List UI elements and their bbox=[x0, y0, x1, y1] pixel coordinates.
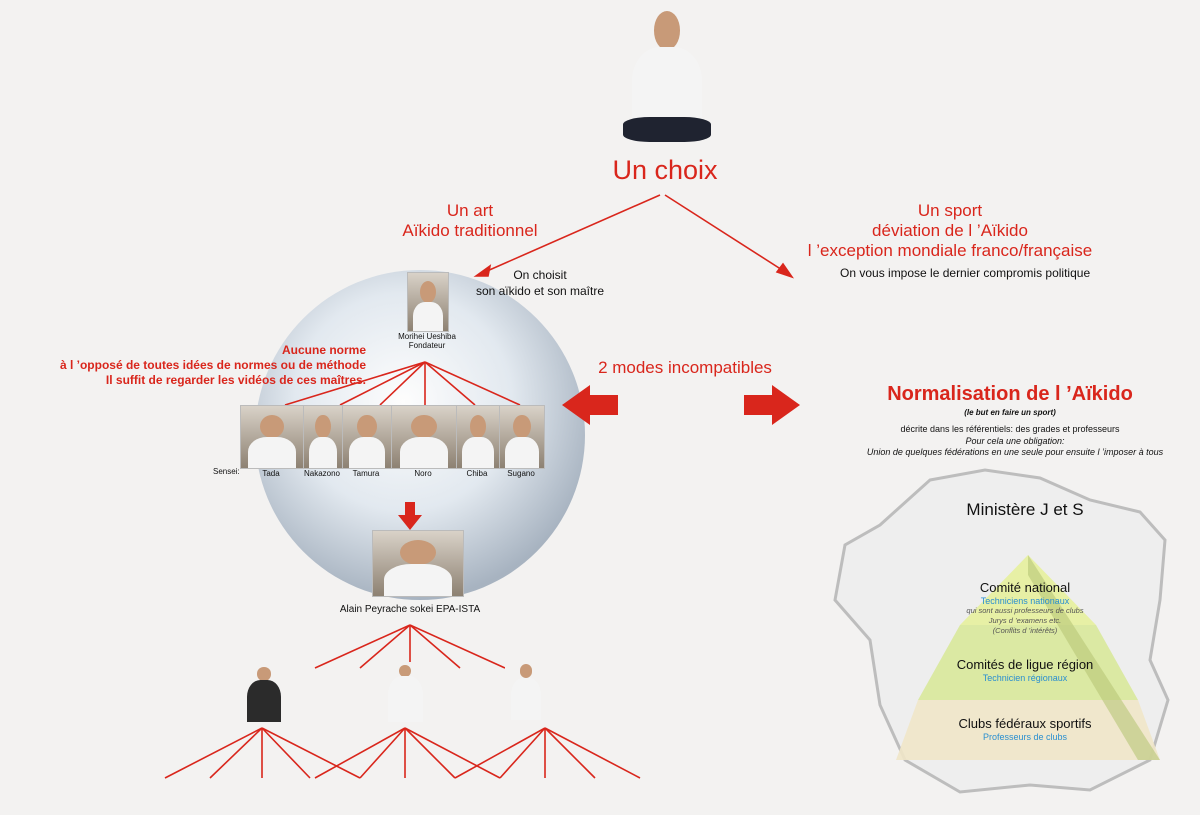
sensei-photo-tamura bbox=[342, 405, 392, 469]
left-branch-note-2: son aïkido et son maître bbox=[475, 284, 605, 298]
student-photo-3 bbox=[505, 662, 547, 722]
pyramid-level-1-title: Comité national bbox=[979, 580, 1071, 595]
pyramid-level-1-note-2: Jurys d ’examens etc. bbox=[988, 616, 1062, 625]
seated-master-photo bbox=[612, 5, 722, 145]
peyrache-photo bbox=[372, 530, 464, 597]
normalisation-subtitle: (le but en faire un sport) bbox=[964, 408, 1056, 417]
pyramid-shadow bbox=[1028, 555, 1160, 760]
founder-caption: Morihei Ueshiba Fondateur bbox=[397, 332, 457, 350]
sensei-photo-chiba bbox=[456, 405, 500, 469]
left-branch-note: On choisit son aïkido et son maître bbox=[450, 267, 630, 299]
pyramid-base bbox=[896, 700, 1160, 760]
peyrache-caption: Alain Peyrache sokei EPA-ISTA bbox=[339, 604, 481, 615]
pyramid-level-1: Comité national Techniciens nationaux qu… bbox=[940, 580, 1110, 636]
pyramid-level-3-title: Clubs fédéraux sportifs bbox=[958, 716, 1092, 731]
sensei-name-sugano: Sugano bbox=[507, 469, 535, 478]
no-norm-line-2: à l ’opposé de toutes idées de normes ou… bbox=[59, 358, 366, 372]
sensei-name-tada: Tada bbox=[262, 469, 280, 478]
right-branch-title-1: Un sport bbox=[917, 201, 983, 220]
normalisation-desc: décrite dans les référentiels: des grade… bbox=[900, 424, 1120, 434]
founder-role: Fondateur bbox=[408, 341, 446, 350]
founder-name: Morihei Ueshiba bbox=[398, 332, 456, 341]
normalisation-obligation: Pour cela une obligation: Union de quelq… bbox=[830, 436, 1200, 458]
student-photo-1 bbox=[236, 665, 292, 725]
sensei-name-tamura: Tamura bbox=[352, 469, 380, 478]
obligation-line-2: Union de quelques fédérations en une seu… bbox=[866, 447, 1164, 457]
right-branch-note: On vous impose le dernier compromis poli… bbox=[840, 266, 1091, 280]
sensei-photo-tada bbox=[240, 405, 304, 469]
left-branch-title-1: Un art bbox=[446, 201, 494, 220]
normalisation-title: Normalisation de l ’Aïkido bbox=[887, 383, 1133, 405]
no-norm-line-1: Aucune norme bbox=[281, 343, 366, 357]
student-photo-2 bbox=[380, 662, 430, 726]
founder-photo bbox=[407, 272, 449, 332]
pyramid-level-2-title: Comités de ligue région bbox=[956, 657, 1094, 672]
pyramid-level-3: Clubs fédéraux sportifs Professeurs de c… bbox=[920, 716, 1130, 742]
choice-title: Un choix bbox=[612, 155, 718, 185]
left-branch-title-2: Aïkido traditionnel bbox=[402, 221, 538, 240]
sensei-name-nakazono: Nakazono bbox=[303, 469, 341, 478]
sensei-photo-noro bbox=[391, 405, 457, 469]
left-branch-note-1: On choisit bbox=[513, 268, 567, 282]
sensei-photo-nakazono bbox=[303, 405, 343, 469]
no-norm-line-3: Il suffit de regarder les vidéos de ces … bbox=[105, 373, 366, 387]
pyramid-top-label: Ministère J et S bbox=[966, 500, 1084, 519]
pyramid-level-1-note-3: (Conflits d ’intérêts) bbox=[992, 626, 1058, 635]
pyramid-level-3-subtitle: Professeurs de clubs bbox=[982, 732, 1068, 742]
right-branch-title: Un sport déviation de l ’Aïkido l ’excep… bbox=[780, 201, 1120, 261]
arrow-right-thick bbox=[744, 385, 800, 425]
right-branch-title-3: l ’exception mondiale franco/française bbox=[807, 241, 1093, 260]
sensei-name-noro: Noro bbox=[414, 469, 432, 478]
sensei-name-chiba: Chiba bbox=[466, 469, 488, 478]
arrow-down-thick bbox=[398, 502, 422, 530]
modes-label: 2 modes incompatibles bbox=[598, 358, 772, 377]
pyramid-level-1-note-1: qui sont aussi professeurs de clubs bbox=[966, 606, 1084, 615]
pyramid-top bbox=[960, 555, 1096, 625]
pyramid-level-2: Comités de ligue région Technicien régio… bbox=[930, 657, 1120, 683]
pyramid-level-1-subtitle: Techniciens nationaux bbox=[980, 596, 1070, 606]
left-branch-title: Un art Aïkido traditionnel bbox=[380, 201, 560, 241]
sensei-photo-sugano bbox=[499, 405, 545, 469]
obligation-line-1: Pour cela une obligation: bbox=[965, 436, 1065, 446]
pyramid-level-2-subtitle: Technicien régionaux bbox=[982, 673, 1068, 683]
right-branch-title-2: déviation de l ’Aïkido bbox=[872, 221, 1028, 240]
arrow-left-thick bbox=[562, 385, 618, 425]
no-norm-block: Aucune norme à l ’opposé de toutes idées… bbox=[18, 343, 366, 388]
sensei-label: Sensei: bbox=[213, 467, 240, 476]
